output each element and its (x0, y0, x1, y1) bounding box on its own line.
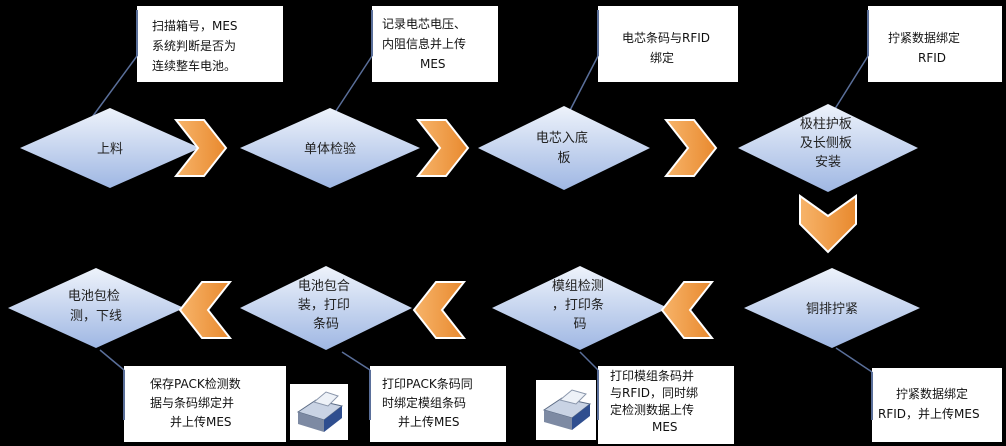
note-1-text: 扫描箱号，MES 系统判断是否为 连续整车电池。 (152, 18, 241, 73)
note-callout-8: 保存PACK检测数 据与条码绑定并 并上传MES (99, 349, 286, 442)
printer-icon (290, 384, 348, 440)
printer-icon (536, 380, 596, 440)
step-6-label-1: 模组检测 (552, 279, 604, 294)
note-3-line-1: 电芯条码与RFID (622, 31, 710, 45)
note-8-line-1: 保存PACK检测数 (150, 376, 241, 391)
note-2-line-2: 内阻信息并上传 (382, 36, 466, 51)
note-1-line-3: 连续整车电池。 (152, 58, 236, 73)
note-callout-4: 拧紧数据绑定 RFID (827, 6, 1002, 121)
step-8-label-1: 电池包检 (68, 289, 120, 304)
note-6-line-4: MES (652, 420, 678, 434)
note-2-line-3: MES (420, 57, 446, 71)
chevron-right-icon (173, 119, 228, 177)
svg-text:打印PACK条码同 时绑定模组条码: 打印PACK条码同 时绑定模组条码 并上传MES (382, 377, 477, 429)
step-diamond-4: 极柱护板 及长侧板 安装 (738, 104, 918, 192)
chevron-down-icon (799, 194, 857, 254)
chevron-left-icon (660, 281, 715, 339)
note-7-line-1: 打印PACK条码同 (382, 377, 473, 391)
step-diamond-3: 电芯入底 板 (478, 106, 650, 190)
step-7-label-3: 条码 (313, 316, 339, 332)
step-6-label-2: ，打印条 (552, 297, 604, 313)
note-callout-6: 打印模组条码并 与RFID，同时绑 定检测数据上传 MES (579, 351, 734, 444)
note-6-line-1: 打印模组条码并 (610, 369, 694, 383)
svg-text:拧紧数据绑定 RFID: 拧紧数据绑定 RFID (888, 30, 964, 65)
step-2-label: 单体检验 (304, 141, 356, 157)
note-3-line-2: 绑定 (650, 50, 674, 65)
step-8-label-2: 测，下线 (70, 309, 122, 324)
step-diamond-2: 单体检验 (240, 108, 420, 188)
note-4-line-2: RFID (918, 51, 946, 65)
svg-text:铜排拧紧: 铜排拧紧 (806, 302, 858, 317)
svg-text:电池包合 装，打印 条码: 电池包合 装，打印 条码 (298, 279, 354, 332)
note-5-line-2: RFID，并上传MES (878, 406, 980, 421)
note-callout-3: 电芯条码与RFID 绑定 (564, 6, 738, 121)
step-7-label-1: 电池包合 (298, 279, 350, 294)
step-diamond-1: 上料 (20, 108, 200, 188)
step-7-label-2: 装，打印 (298, 298, 350, 313)
step-3-label-1: 电芯入底 (536, 130, 588, 146)
step-1-label: 上料 (97, 142, 123, 157)
step-diamond-5: 铜排拧紧 (744, 268, 920, 348)
svg-text:电芯条码与RFID 绑定: 电芯条码与RFID 绑定 (622, 31, 714, 65)
note-8-line-2: 据与条码绑定并 (150, 395, 234, 410)
step-4-label-1: 极柱护板 (800, 117, 852, 132)
note-callout-2: 记录电芯电压、 内阻信息并上传 MES (329, 6, 498, 121)
note-callout-5: 拧紧数据绑定 RFID，并上传MES (835, 347, 1002, 442)
note-2-line-1: 记录电芯电压、 (382, 17, 466, 31)
step-5-label: 铜排拧紧 (806, 302, 858, 317)
note-5-line-1: 拧紧数据绑定 (896, 386, 968, 401)
note-callout-1: 扫描箱号，MES 系统判断是否为 连续整车电池。 (89, 6, 283, 121)
chevron-right-icon (415, 119, 470, 177)
svg-text:电芯入底 板: 电芯入底 板 (536, 130, 592, 166)
step-4-label-2: 及长侧板 (800, 136, 852, 151)
step-diamond-6: 模组检测 ，打印条 码 (492, 266, 668, 350)
note-8-line-3: 并上传MES (170, 414, 232, 429)
svg-text:极柱护板 及长侧板 安装: 极柱护板 及长侧板 安装 (800, 117, 856, 170)
step-diamond-8: 电池包检 测，下线 (8, 268, 184, 348)
note-7-line-3: 并上传MES (398, 414, 460, 429)
svg-text:保存PACK检测数 据与条码绑定并: 保存PACK检测数 据与条码绑定并 并上传MES (150, 376, 245, 429)
note-6-line-2: 与RFID，同时绑 (610, 386, 698, 400)
note-7-line-2: 时绑定模组条码 (382, 395, 466, 410)
step-6-label-3: 码 (573, 317, 586, 332)
note-6-line-3: 定检测数据上传 (610, 402, 694, 417)
note-1-line-2: 系统判断是否为 (152, 38, 236, 53)
chevron-right-icon (663, 119, 718, 177)
step-3-label-2: 板 (557, 151, 570, 166)
svg-text:打印模组条码并 与RFID，同时绑: 打印模组条码并 与RFID，同时绑 定检测数据上传 MES (610, 369, 702, 434)
note-1-line-1: 扫描箱号，MES (152, 18, 238, 33)
chevron-left-icon (412, 281, 467, 339)
chevron-left-icon (178, 281, 233, 339)
svg-text:模组检测 ，打印条 码: 模组检测 ，打印条 码 (552, 279, 608, 332)
svg-text:记录电芯电压、 内阻信息并上传 ME: 记录电芯电压、 内阻信息并上传 MES (382, 17, 470, 71)
svg-text:拧紧数据绑定 RFID，并上传MES: 拧紧数据绑定 RFID，并上传MES (878, 386, 980, 421)
svg-text:单体检验: 单体检验 (304, 141, 356, 157)
note-4-line-1: 拧紧数据绑定 (888, 30, 960, 45)
step-4-label-3: 安装 (815, 155, 841, 170)
step-diamond-7: 电池包合 装，打印 条码 (240, 266, 412, 350)
svg-text:上料: 上料 (97, 142, 123, 157)
svg-text:电池包检 测，下线: 电池包检 测，下线 (68, 289, 124, 324)
note-callout-7: 打印PACK条码同 时绑定模组条码 并上传MES (341, 351, 506, 442)
